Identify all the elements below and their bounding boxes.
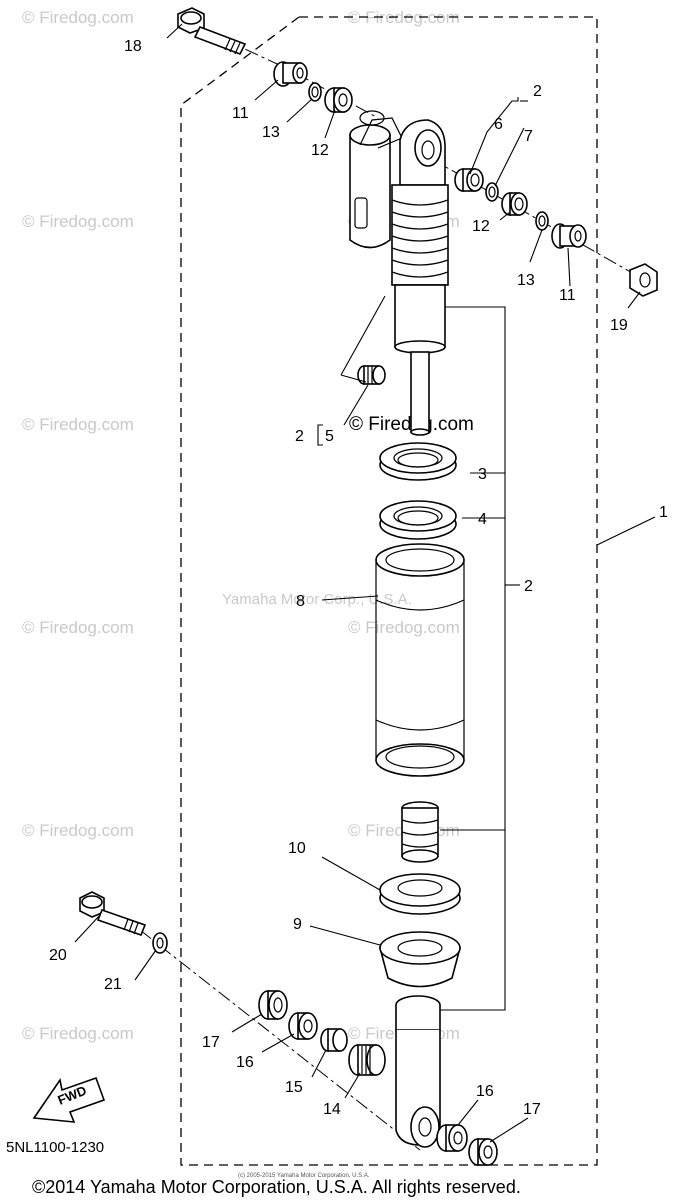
callout-21: 21 [104, 976, 122, 993]
callout-19: 19 [610, 317, 628, 334]
collar-11-left [273, 61, 308, 87]
callout-2: 2 [524, 578, 533, 595]
watermark: © Firedog.com [348, 618, 460, 637]
callout-4: 4 [478, 511, 487, 528]
nut-19 [629, 263, 658, 297]
watermark-maker: Yamaha Motor Corp., U.S.A. [222, 591, 412, 608]
watermark: © Firedog.com [22, 618, 134, 637]
forward-arrow-icon: FWD [32, 1076, 106, 1123]
collar-17-right [468, 1138, 498, 1166]
callout-18: 18 [124, 38, 142, 55]
callout-9: 9 [293, 916, 302, 933]
callout-2: 2 [533, 83, 542, 100]
bushing-6 [454, 168, 484, 192]
watermark: © Firedog.com [22, 1024, 134, 1043]
assembly-boundary [180, 16, 598, 1166]
watermark: © Firedog.com [348, 8, 460, 27]
callout-20: 20 [49, 947, 67, 964]
lower-clevis [395, 995, 441, 1148]
callout-13: 13 [517, 272, 535, 289]
spring-seat-9 [378, 931, 462, 988]
callout-15: 15 [285, 1079, 303, 1096]
callout-3: 3 [478, 466, 487, 483]
callout-5: 5 [325, 428, 334, 445]
locknut-3 [379, 442, 457, 481]
seal-16-left [288, 1012, 318, 1040]
callout-12: 12 [472, 218, 490, 235]
callout-12: 12 [311, 142, 329, 159]
callout-14: 14 [323, 1101, 341, 1118]
spring-8 [375, 543, 465, 777]
callout-16: 16 [476, 1083, 494, 1100]
shock-absorber-assembly [349, 110, 449, 436]
o-ring-7 [485, 182, 499, 202]
seal-16-right [436, 1124, 468, 1152]
callout-7: 7 [524, 128, 533, 145]
callout-11: 11 [559, 287, 576, 304]
bearing-14 [348, 1044, 386, 1076]
bolt-18 [177, 7, 247, 56]
watermark: © Firedog.com [22, 821, 134, 840]
collar-17-left [258, 990, 288, 1020]
callout-8: 8 [296, 593, 305, 610]
watermark: © Firedog.com [22, 8, 134, 27]
bump-stop [401, 801, 439, 863]
callout-13: 13 [262, 124, 280, 141]
callout-17: 17 [202, 1034, 220, 1051]
callout-17: 17 [523, 1101, 541, 1118]
collar-15 [320, 1028, 348, 1052]
callout-1: 1 [659, 504, 668, 521]
bolt-20 [79, 891, 147, 937]
callout-2: 2 [295, 428, 304, 445]
fitting-5 [357, 365, 386, 385]
o-ring-13-right [535, 211, 549, 231]
leader-lines [74, 23, 641, 1143]
callout-10: 10 [288, 840, 306, 857]
washer-10 [379, 873, 461, 915]
callout-labels: 18 11 13 12 2 6 7 12 13 11 19 2 5 3 4 1 … [49, 38, 668, 1118]
callout-16: 16 [236, 1054, 254, 1071]
copyright-small: (c) 2005-2015 Yamaha Motor Corporation, … [238, 1173, 370, 1179]
group-2-bracket [435, 306, 506, 1011]
washer-21 [152, 932, 168, 954]
adjuster-nut-4 [379, 500, 457, 540]
watermark: © Firedog.com [22, 212, 134, 231]
watermark: © Firedog.com [22, 415, 134, 434]
callout-6: 6 [494, 116, 503, 133]
spacer-12-right [501, 192, 528, 216]
callout-11: 11 [232, 105, 249, 122]
o-ring-13-left [308, 82, 322, 102]
copyright-line: ©2014 Yamaha Motor Corporation, U.S.A. A… [32, 1177, 521, 1197]
diagram-code: 5NL1100-1230 [6, 1139, 104, 1156]
collar-11-right [551, 223, 587, 249]
spacer-12-left [324, 87, 353, 113]
